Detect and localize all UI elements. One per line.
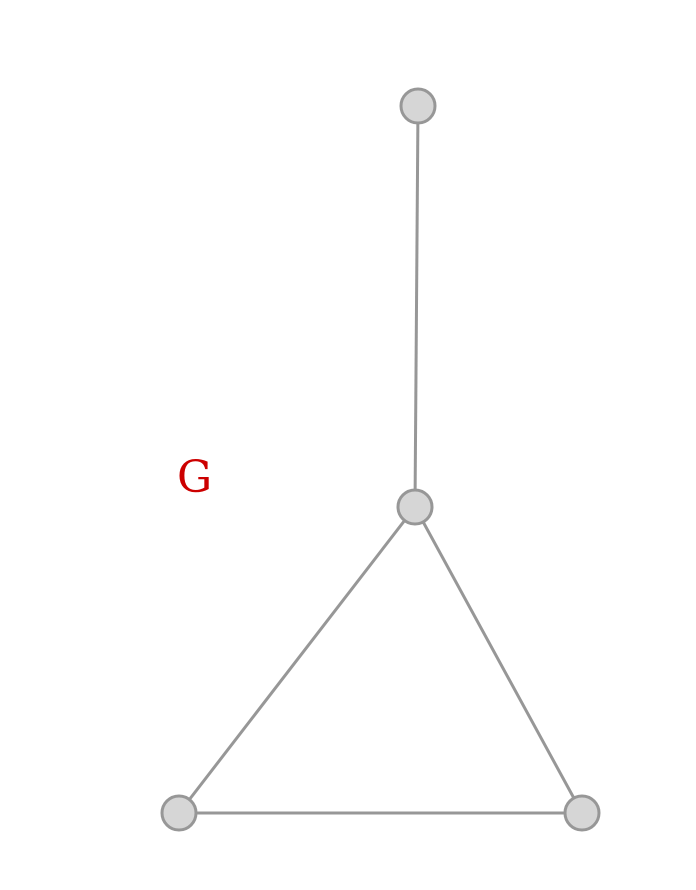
node-bottom-left bbox=[160, 794, 198, 832]
node-top bbox=[399, 87, 437, 125]
edge-top-middle bbox=[413, 105, 420, 508]
node-middle bbox=[396, 488, 434, 526]
edge-middle-bottom-right bbox=[413, 506, 584, 814]
graph-label: G bbox=[177, 452, 212, 503]
node-bottom-right bbox=[563, 794, 601, 832]
edges-layer bbox=[177, 105, 584, 815]
nodes-layer bbox=[160, 87, 601, 832]
edge-middle-bottom-left bbox=[177, 506, 417, 814]
